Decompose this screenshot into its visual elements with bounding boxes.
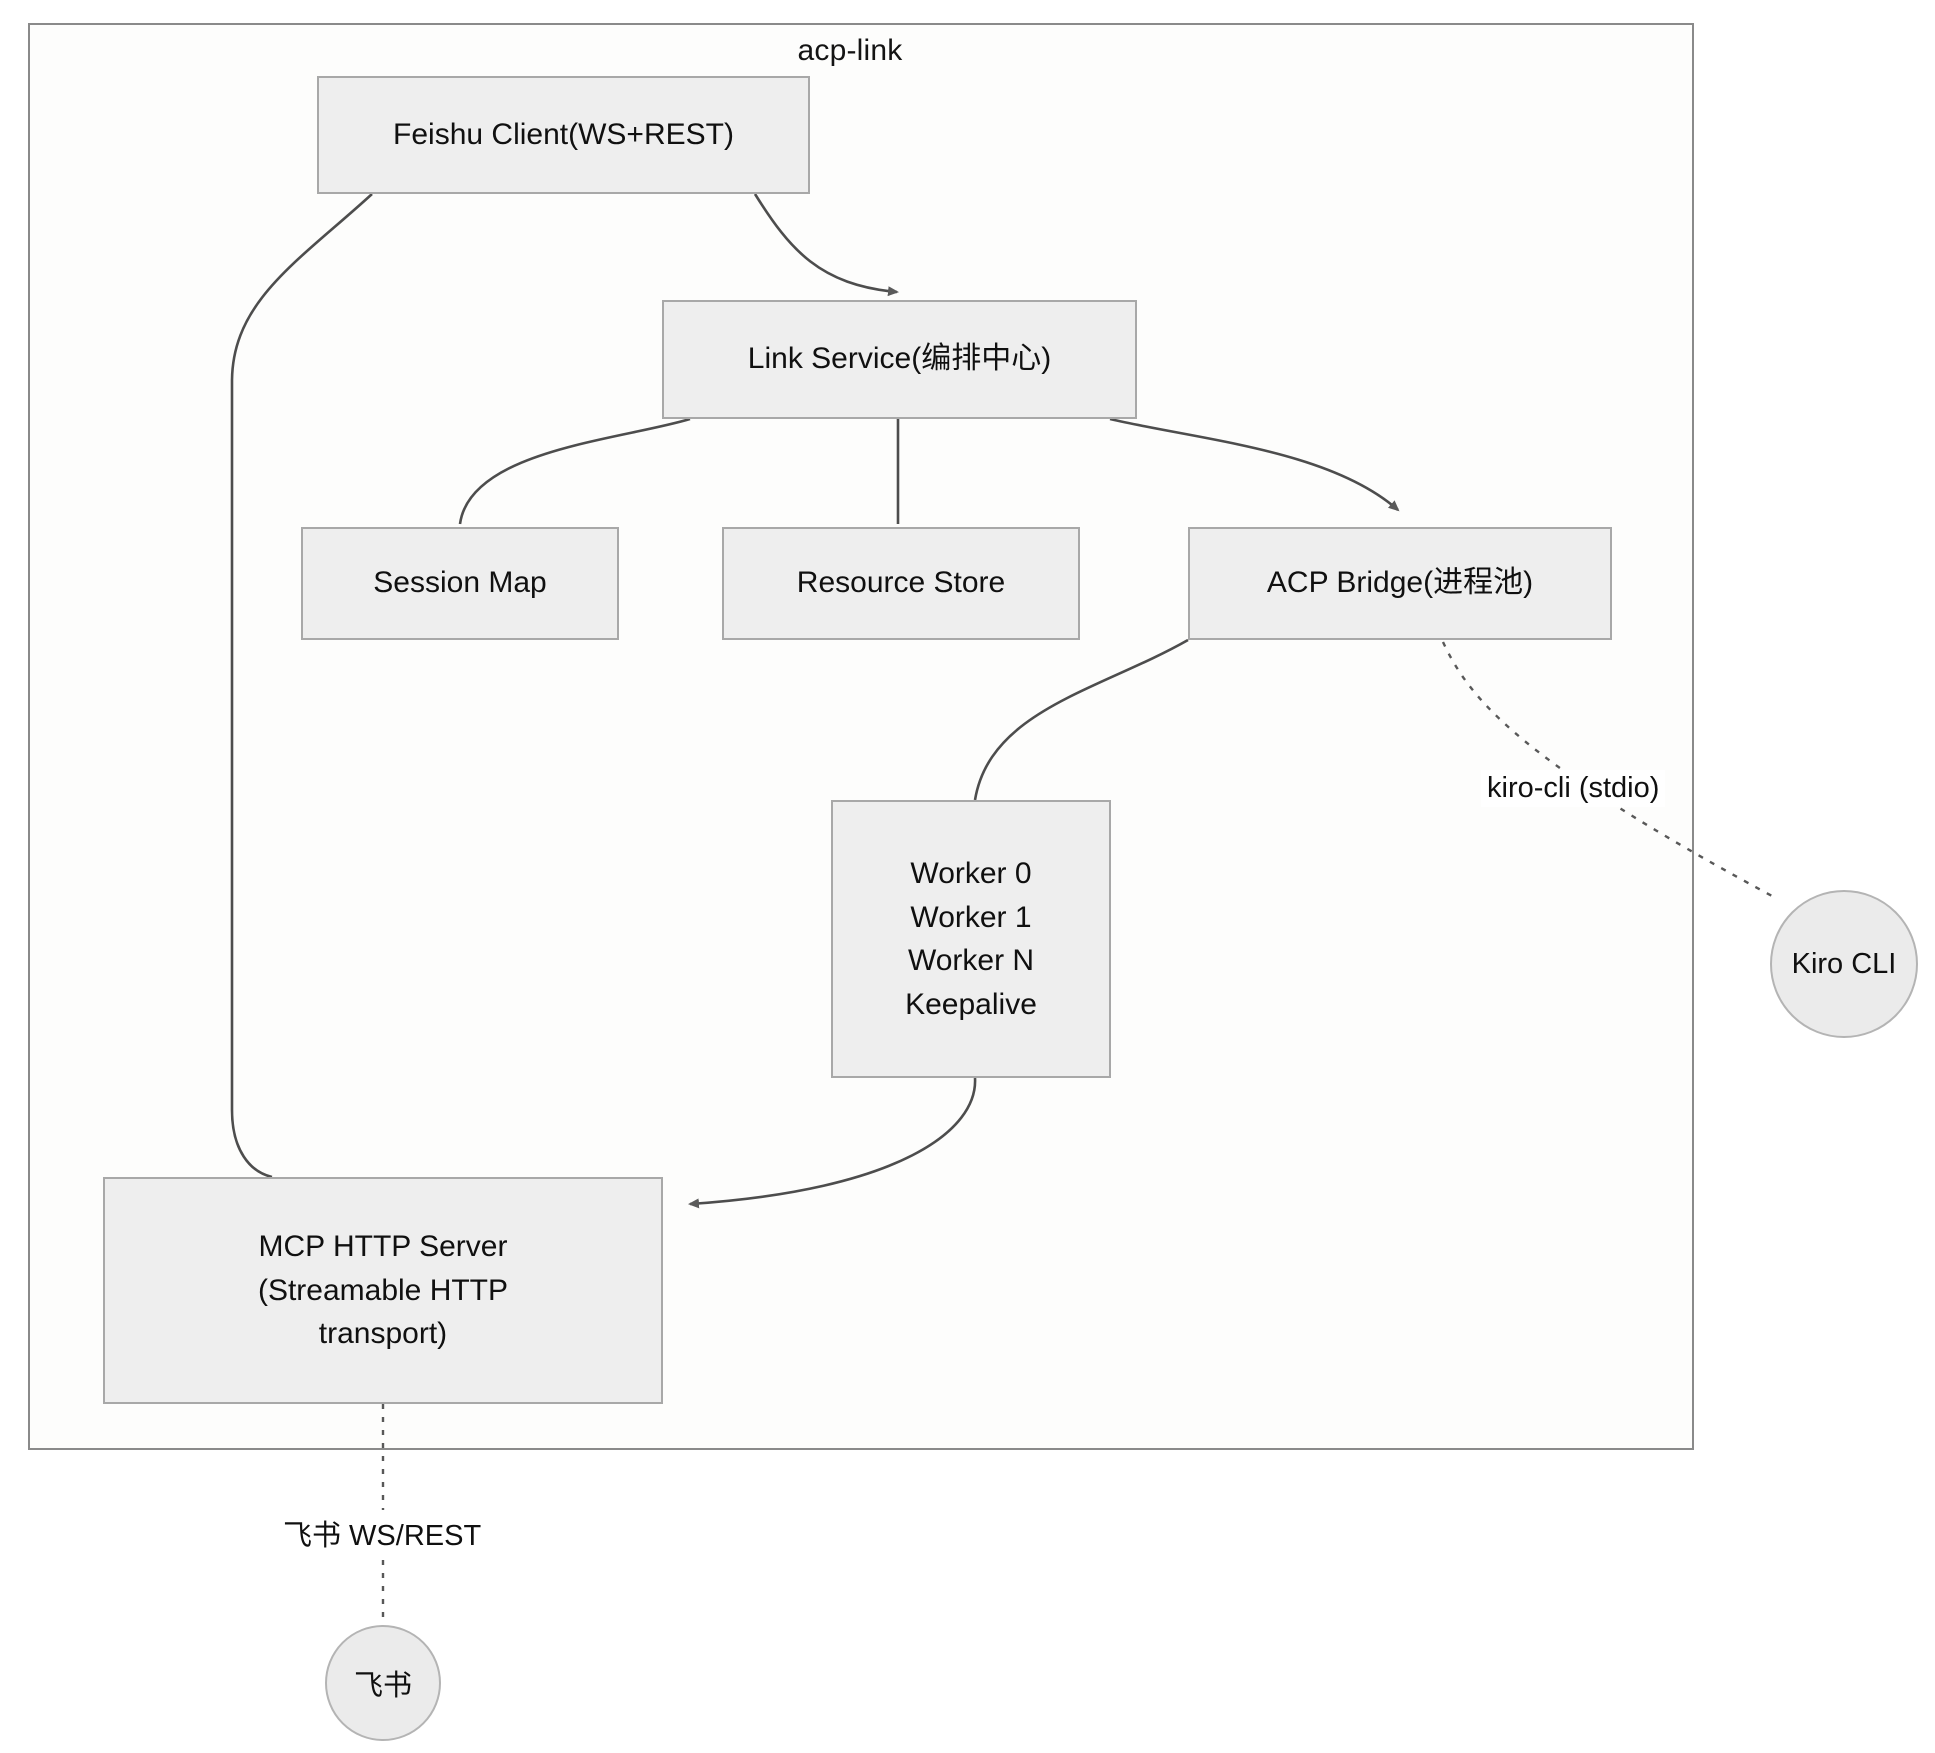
node-feishu-external[interactable]: 飞书 [325,1625,441,1741]
node-mcp-http-server-line-2: transport) [318,1317,448,1351]
node-resource-store[interactable]: Resource Store [722,527,1080,640]
node-feishu-external-label: 飞书 [353,1670,412,1702]
node-mcp-http-server-line-1: (Streamable HTTP [257,1273,509,1307]
node-worker-pool-line-0: Worker 0 [910,857,1032,890]
edge-label-kiro-cli-stdio: kiro-cli (stdio) [1481,770,1666,807]
node-mcp-http-server-line-0: MCP HTTP Server [258,1230,508,1264]
node-kiro-cli-label: Kiro CLI [1791,947,1897,980]
node-feishu-client-label: Feishu Client(WS+REST) [393,117,734,151]
node-mcp-http-server[interactable]: MCP HTTP Server (Streamable HTTP transpo… [103,1177,663,1404]
node-acp-bridge[interactable]: ACP Bridge(进程池) [1188,527,1612,640]
node-session-map[interactable]: Session Map [301,527,619,640]
node-worker-pool[interactable]: Worker 0 Worker 1 Worker N Keepalive [831,800,1111,1078]
node-resource-store-label: Resource Store [796,566,1006,600]
node-session-map-label: Session Map [373,566,547,600]
node-kiro-cli[interactable]: Kiro CLI [1770,890,1918,1038]
node-link-service-label: Link Service(编排中心) [747,342,1052,376]
container-title: acp-link [797,34,903,67]
node-worker-pool-line-2: Worker N [907,944,1035,977]
node-acp-bridge-label: ACP Bridge(进程池) [1266,566,1534,600]
node-link-service[interactable]: Link Service(编排中心) [662,300,1137,419]
node-worker-pool-line-1: Worker 1 [910,900,1032,934]
node-feishu-client[interactable]: Feishu Client(WS+REST) [317,76,810,194]
node-worker-pool-line-3: Keepalive [905,987,1037,1021]
edge-label-feishu-ws-rest: 飞书 WS/REST [277,1510,488,1556]
